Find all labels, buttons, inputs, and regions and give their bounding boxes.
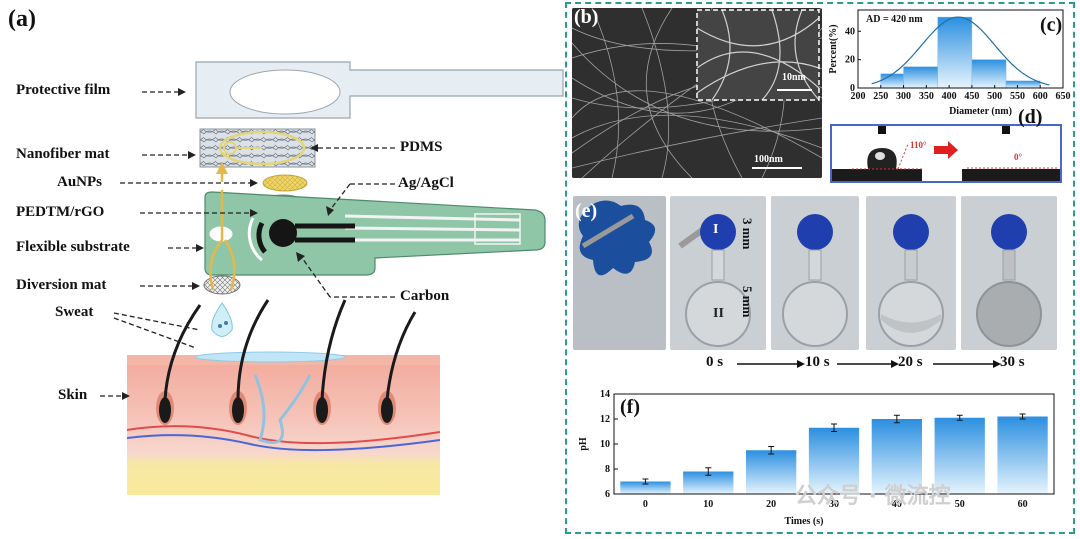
ph-bar — [997, 416, 1048, 494]
histogram-xlabel: Diameter (nm) — [949, 106, 1012, 117]
right-panel-frame — [565, 2, 1075, 534]
label-flexible-substrate: Flexible substrate — [16, 239, 130, 255]
dim-label-2: 5 mm — [740, 286, 755, 318]
histogram-bar — [937, 16, 973, 89]
label-pdms: PDMS — [400, 139, 443, 155]
x-tick-label: 650 — [1056, 91, 1071, 102]
x-tick-label: 250 — [873, 91, 888, 102]
contact-angle-panel: 110° 0° — [830, 124, 1062, 183]
time-label-30: 30 s — [1000, 354, 1025, 370]
contact-angle-graphic — [832, 126, 1060, 181]
y-tick-label: 8 — [605, 464, 610, 475]
dim-label-1: 3 mm — [740, 218, 755, 250]
label-aunps: AuNPs — [57, 174, 103, 190]
watermark: 公众号 · 微流控 — [795, 484, 951, 509]
sem-inset-scale: 10nm — [782, 72, 806, 83]
panel-label-f: (f) — [620, 396, 640, 418]
skin-layer — [126, 299, 441, 495]
sem-fibers — [572, 8, 822, 178]
panel-label-b: (b) — [574, 6, 599, 28]
panel-label-e: (e) — [575, 200, 598, 222]
zone-label-1: I — [713, 222, 719, 237]
dye-drop-photo — [573, 196, 666, 350]
panel-label-d: (d) — [1018, 106, 1043, 128]
y-tick-label: 20 — [845, 55, 855, 66]
x-tick-label: 350 — [919, 91, 934, 102]
histogram-bar — [971, 59, 1007, 89]
x-tick-label: 10 — [703, 499, 713, 510]
channel-photo-0 — [670, 196, 766, 350]
x-tick-label: 300 — [896, 91, 911, 102]
ph-ylabel: pH — [578, 437, 589, 451]
y-tick-label: 6 — [605, 489, 610, 500]
x-tick-label: 0 — [643, 499, 648, 510]
x-tick-label: 20 — [766, 499, 776, 510]
y-tick-label: 14 — [600, 389, 610, 400]
time-label-0: 0 s — [706, 354, 724, 370]
histogram-bar — [903, 66, 938, 89]
zone-label-2: II — [713, 306, 724, 321]
y-tick-label: 10 — [600, 439, 610, 450]
histogram-bar — [880, 73, 904, 89]
sensor-schematic — [100, 61, 564, 495]
flexible-substrate-layer — [204, 191, 546, 276]
ph-bar — [620, 481, 671, 494]
time-arrows — [737, 360, 1001, 368]
panel-label-a: (a) — [8, 6, 36, 32]
label-protective-film: Protective film — [16, 82, 111, 98]
ph-bar — [808, 427, 860, 494]
histogram-bar — [1005, 80, 1041, 89]
histogram-ylabel: Percent(%) — [828, 24, 839, 73]
x-tick-label: 400 — [942, 91, 957, 102]
panel-label-c: (c) — [1040, 14, 1063, 36]
histogram-frame — [857, 9, 1064, 89]
ph-bar — [683, 471, 734, 494]
x-tick-label: 200 — [851, 91, 866, 102]
sweat-drop — [211, 302, 233, 337]
x-tick-label: 40 — [892, 499, 902, 510]
y-tick-label: 40 — [845, 26, 855, 37]
time-label-20: 20 s — [898, 354, 923, 370]
x-tick-label: 450 — [964, 91, 979, 102]
ph-bar — [871, 419, 922, 494]
channel-photo-20 — [866, 196, 956, 350]
y-tick-label: 12 — [600, 414, 610, 425]
label-sweat: Sweat — [55, 304, 94, 320]
channel-photo-10 — [771, 196, 859, 350]
nanofiber-mat-layer — [199, 128, 316, 168]
label-skin: Skin — [58, 387, 88, 403]
sem-main-scale: 100nm — [754, 154, 783, 165]
x-tick-label: 550 — [1010, 91, 1025, 102]
histogram-annotation: AD = 420 nm — [866, 14, 923, 25]
x-tick-label: 600 — [1033, 91, 1048, 102]
label-carbon: Carbon — [400, 288, 450, 304]
label-pedtm: PEDTM/rGO — [16, 204, 105, 220]
contact-angle-right: 0° — [1014, 152, 1023, 162]
x-tick-label: 500 — [987, 91, 1002, 102]
ph-xlabel: Times (s) — [785, 516, 824, 527]
channel-photo-30 — [961, 196, 1057, 350]
label-diversion-mat: Diversion mat — [16, 277, 107, 293]
label-nanofiber-mat: Nanofiber mat — [16, 146, 110, 162]
diameter-histogram: 200 250 300 350 400 450 500 550 600 650 0 20 40 AD = … — [828, 9, 1071, 117]
sem-image: 10nm 100nm — [572, 8, 822, 178]
time-label-10: 10 s — [805, 354, 830, 370]
x-tick-label: 30 — [829, 499, 839, 510]
contact-angle-left: 110° — [910, 140, 927, 150]
leader-lines — [100, 91, 395, 397]
ph-bar — [934, 417, 985, 494]
gaussian-fit-curve — [871, 16, 1050, 86]
x-tick-label: 50 — [955, 499, 965, 510]
x-tick-label: 60 — [1018, 499, 1028, 510]
ph-bar — [746, 450, 797, 494]
y-tick-label: 0 — [850, 83, 855, 94]
label-ag-agcl: Ag/AgCl — [398, 175, 454, 191]
protective-film-layer — [195, 61, 564, 119]
